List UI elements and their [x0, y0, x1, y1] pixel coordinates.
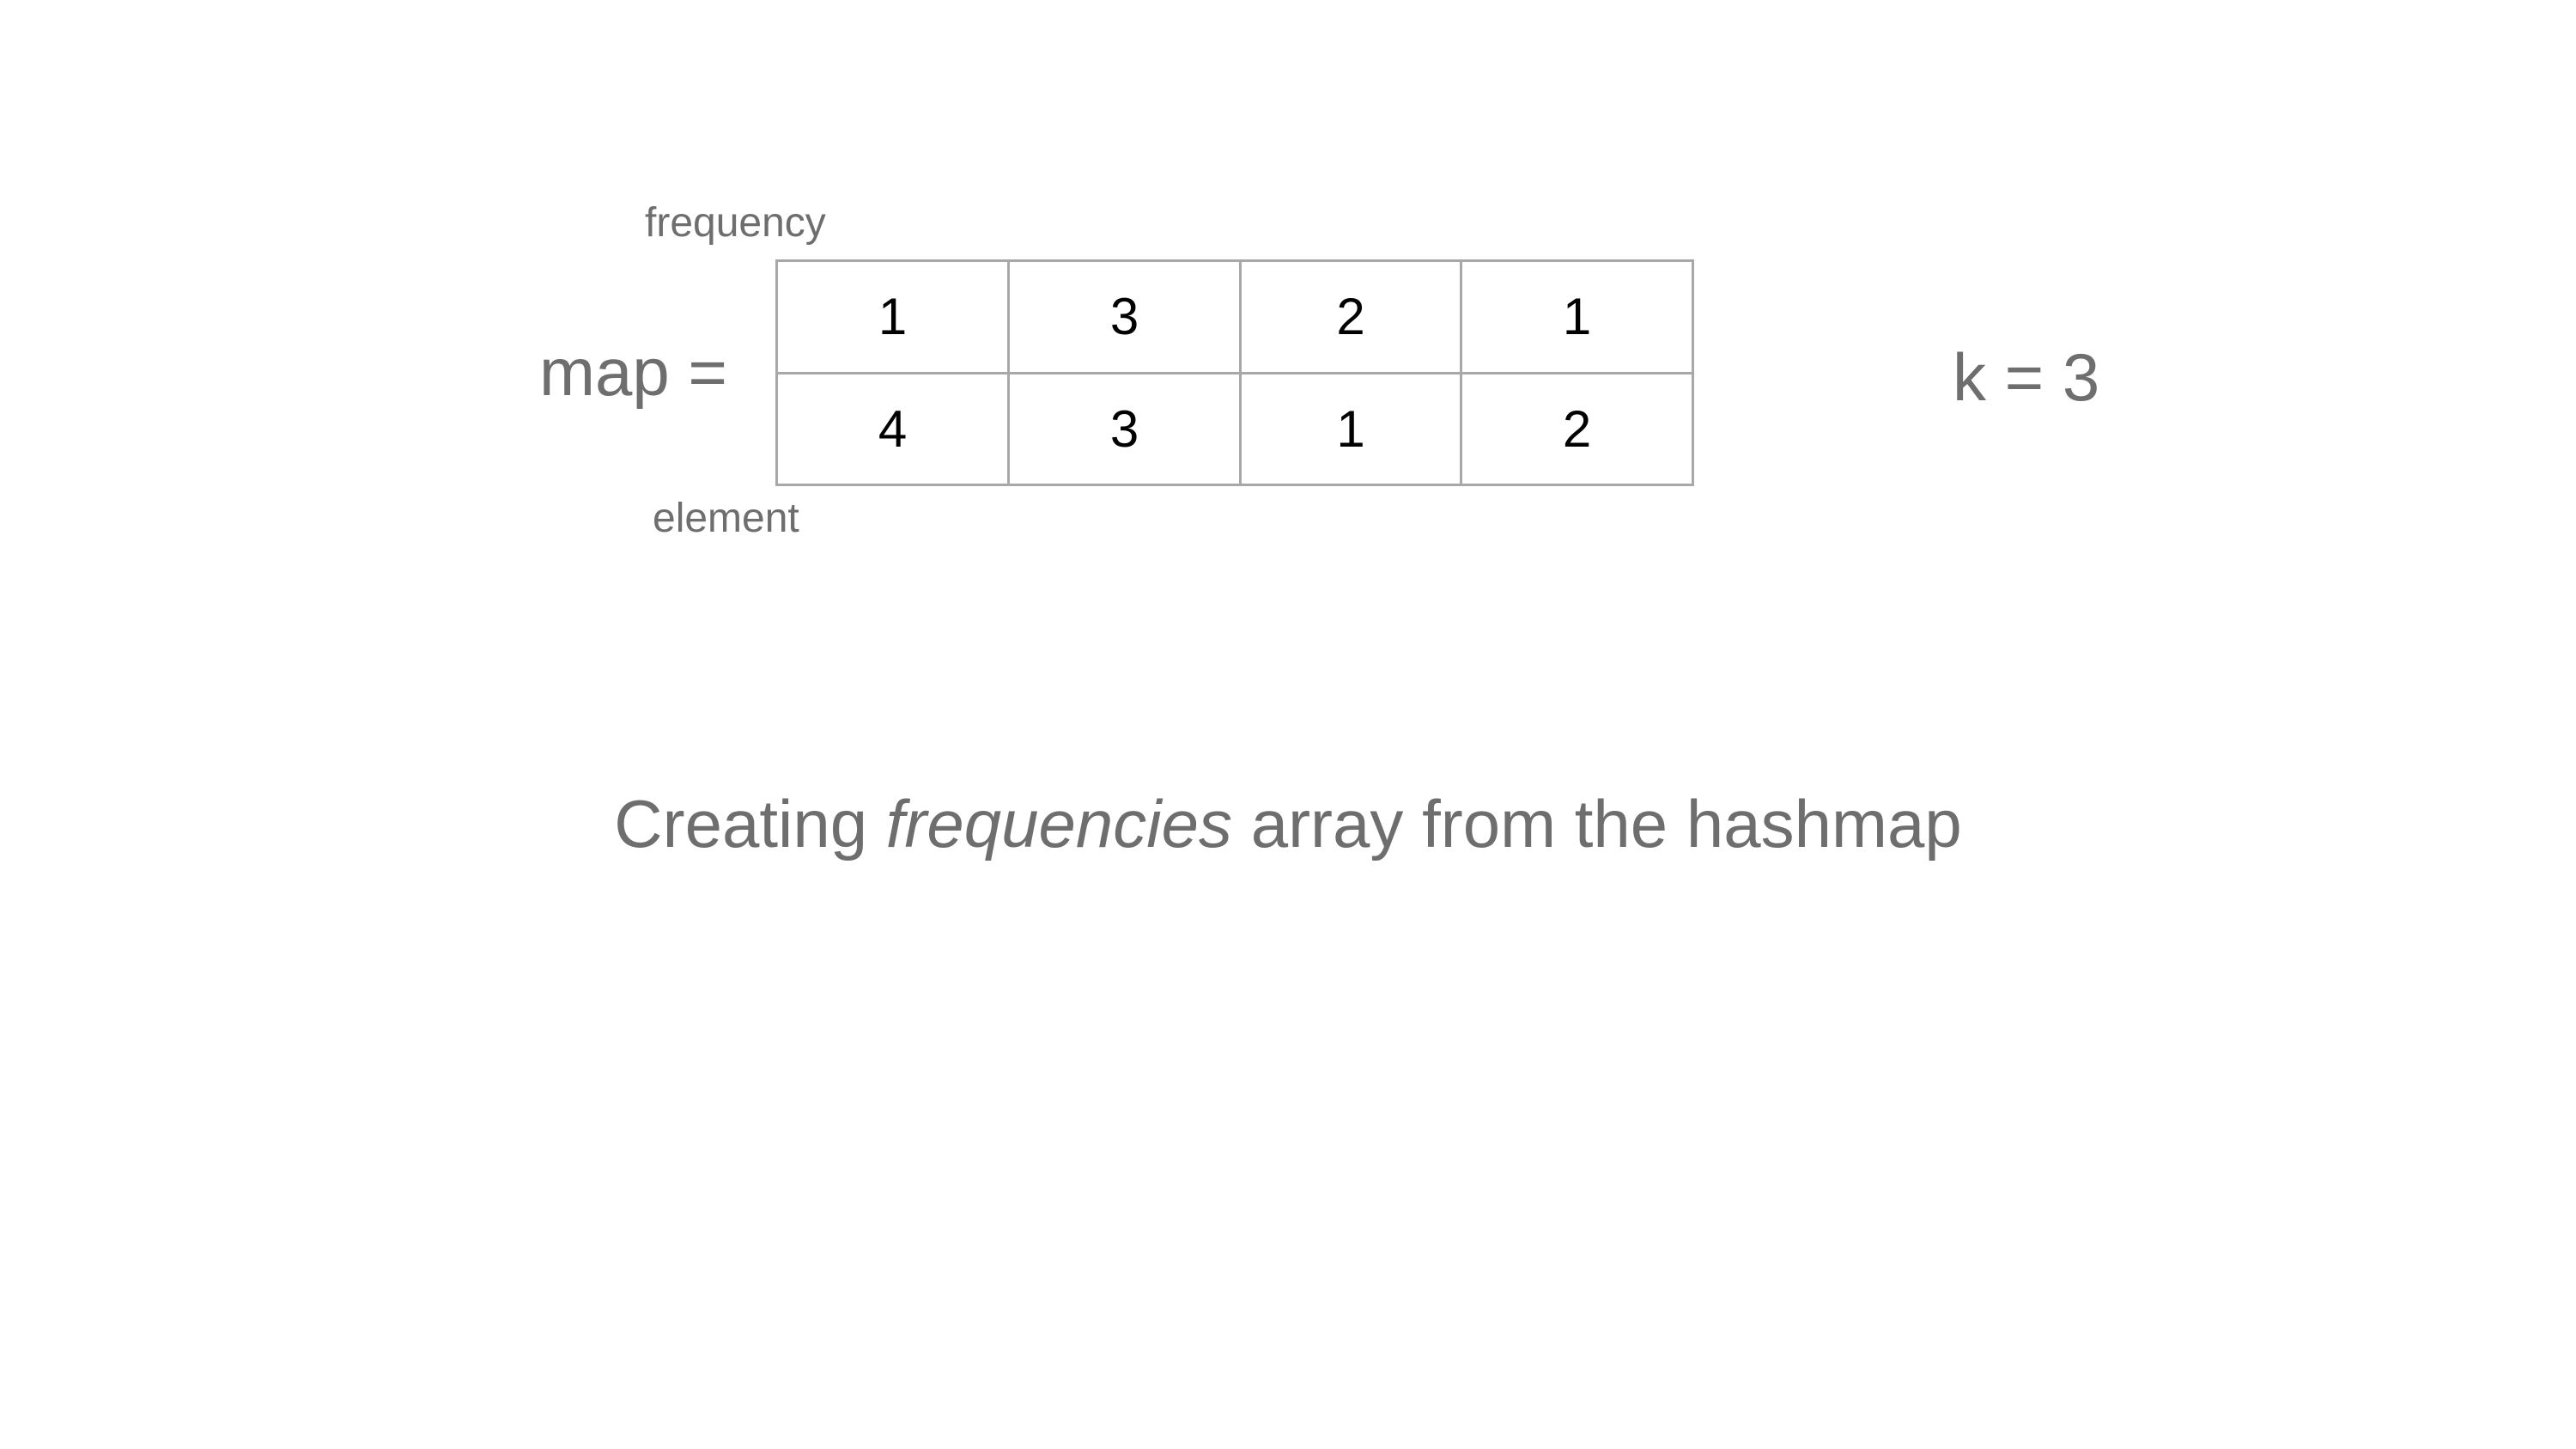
element-row: 4 3 1 2 [775, 371, 1694, 486]
frequency-cell: 2 [1239, 259, 1462, 374]
frequency-cell: 1 [1460, 259, 1694, 374]
map-label: map = [539, 334, 727, 410]
element-row-label: element [653, 496, 799, 541]
frequency-cell: 1 [775, 259, 1010, 374]
caption-before: Creating [614, 786, 886, 861]
caption-after: array from the hashmap [1232, 786, 1962, 861]
element-cell: 1 [1239, 371, 1462, 486]
element-cell: 4 [775, 371, 1010, 486]
element-cell: 2 [1460, 371, 1694, 486]
frequency-row: 1 3 2 1 [775, 259, 1694, 374]
caption-emphasis: frequencies [885, 786, 1233, 861]
frequency-row-label: frequency [645, 200, 826, 246]
caption: Creating frequencies array from the hash… [0, 790, 2576, 857]
k-label: k = 3 [1953, 339, 2100, 415]
hashmap-table: 1 3 2 1 4 3 1 2 [775, 259, 1694, 486]
frequency-cell: 3 [1007, 259, 1242, 374]
element-cell: 3 [1007, 371, 1242, 486]
